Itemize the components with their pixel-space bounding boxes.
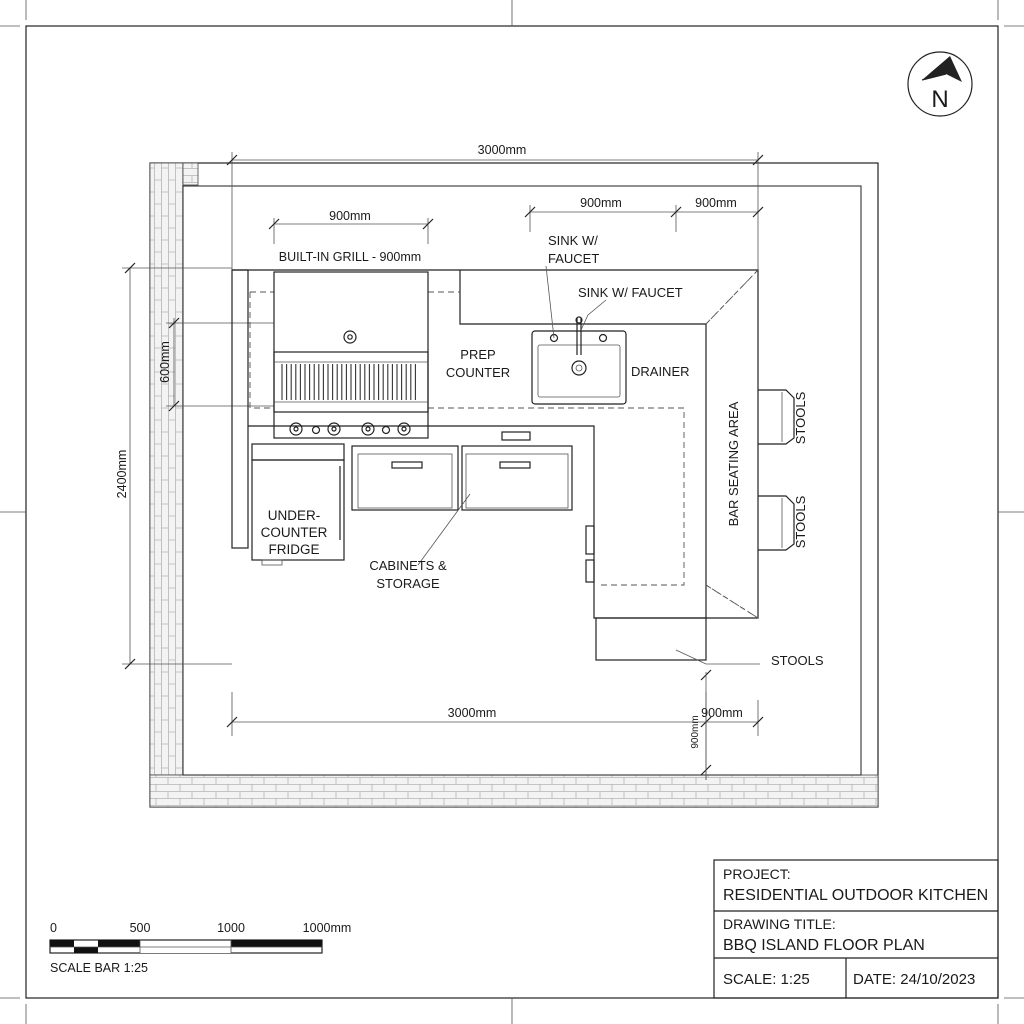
title-scale: SCALE: 1:25 (723, 971, 810, 988)
scale-tick-500: 500 (130, 921, 151, 935)
sink-with-faucet (531, 316, 627, 405)
dim-grill-width: 900mm (329, 209, 371, 223)
dim-bottom-small: 900mm (690, 715, 701, 748)
label-prep-line2: COUNTER (446, 365, 510, 380)
bar-stools (595, 389, 795, 661)
label-fridge-line3: FRIDGE (268, 542, 319, 557)
label-bar-seating: BAR SEATING AREA (726, 401, 741, 526)
dim-bar-width: 900mm (695, 196, 737, 210)
title-drawing-value: BBQ ISLAND FLOOR PLAN (723, 937, 925, 954)
north-arrow: N (907, 51, 973, 117)
label-sink-faucet: SINK W/ FAUCET (578, 285, 683, 300)
title-project-label: PROJECT: (723, 866, 791, 882)
grill-bars (281, 364, 416, 400)
scale-bar: 0 500 1000 1000mm SCALE BAR 1:25 (49, 921, 352, 975)
title-block: PROJECT: RESIDENTIAL OUTDOOR KITCHEN DRA… (713, 859, 999, 999)
title-date: DATE: 24/10/2023 (853, 971, 975, 988)
label-grill: BUILT-IN GRILL - 900mm (279, 250, 421, 264)
label-fridge-line2: COUNTER (261, 525, 328, 540)
dim-bottom-length: 3000mm (448, 706, 497, 720)
built-in-grill (273, 271, 429, 439)
dim-bottom-right: 900mm (701, 706, 743, 720)
label-fridge-line1: UNDER- (268, 508, 321, 523)
title-project-value: RESIDENTIAL OUTDOOR KITCHEN (723, 887, 988, 904)
cabinets-storage (351, 431, 595, 583)
title-drawing-label: DRAWING TITLE: (723, 916, 836, 932)
scale-tick-0: 0 (50, 921, 57, 935)
label-stools-3: STOOLS (771, 653, 824, 668)
dim-depth: 600mm (158, 341, 172, 383)
label-prep-line1: PREP (460, 347, 495, 362)
site-boundary (149, 162, 879, 808)
label-cabinets-line1: CABINETS & (369, 558, 447, 573)
north-letter: N (931, 86, 948, 113)
label-cabinets-line2: STORAGE (376, 576, 440, 591)
label-drainer: DRAINER (631, 364, 690, 379)
dim-sink-width: 900mm (580, 196, 622, 210)
label-stools-2: STOOLS (793, 495, 808, 548)
scale-tick-1000mm: 1000mm (303, 921, 352, 935)
dim-overall-top: 3000mm (478, 143, 527, 157)
dim-overall-height: 2400mm (115, 450, 129, 499)
grill-knobs (289, 422, 411, 436)
label-sink-top-line2: FAUCET (548, 251, 599, 266)
scale-tick-1000: 1000 (217, 921, 245, 935)
dimension-lines (122, 152, 764, 780)
under-counter-fridge (251, 443, 345, 566)
label-stools-1: STOOLS (793, 391, 808, 444)
leader-lines (417, 265, 760, 665)
label-sink-top-line1: SINK W/ (548, 233, 598, 248)
scale-caption: SCALE BAR 1:25 (50, 961, 148, 975)
